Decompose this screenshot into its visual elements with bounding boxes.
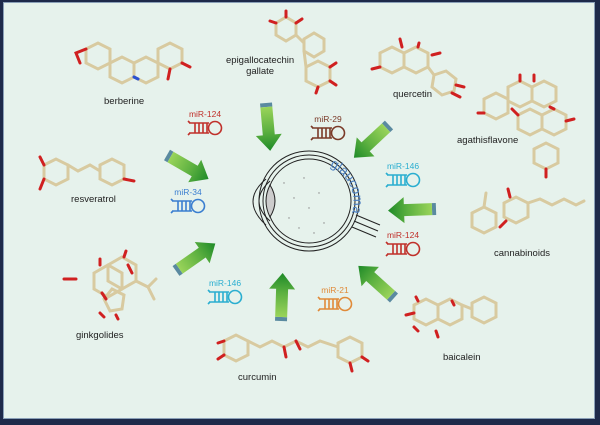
mirna-label: miR-29 (314, 114, 342, 124)
molecule-resveratrol (38, 155, 136, 191)
diagram-canvas: glaucoma (3, 2, 595, 419)
hairpin-icon (317, 296, 353, 312)
label-ginkgolides: ginkgolides (76, 330, 124, 341)
molecules-layer (38, 9, 586, 373)
label-egcg-line1: epigallocatechin (226, 55, 295, 66)
mirna-label: miR-124 (188, 109, 222, 119)
molecule-baicalein (404, 295, 498, 339)
mirna-label: miR-146 (386, 161, 420, 171)
label-quercetin: quercetin (393, 89, 433, 100)
hairpin-icon (310, 125, 346, 141)
mirna-mir-146-bottom: miR-146 (203, 278, 247, 306)
molecule-agathisflavone (476, 73, 576, 179)
mirna-mir-21: miR-21 (313, 285, 357, 313)
mirna-label: miR-124 (386, 230, 420, 240)
molecule-cannabinoids (470, 187, 586, 235)
hairpin-icon (170, 198, 206, 214)
hairpin-icon (385, 172, 421, 188)
label-resveratrol: resveratrol (71, 194, 116, 205)
mirna-mir-34: miR-34 (166, 187, 210, 215)
mirna-label: miR-146 (208, 278, 242, 288)
hairpin-icon (207, 289, 243, 305)
eye-icon (252, 150, 381, 252)
mirna-label: miR-34 (174, 187, 202, 197)
mirna-mir-29: miR-29 (306, 114, 350, 142)
molecule-ginkgolides (62, 249, 158, 321)
label-curcumin: curcumin (238, 372, 277, 383)
molecule-curcumin (216, 333, 370, 373)
mirna-mir-146-right: miR-146 (381, 161, 425, 189)
label-agathisflavone: agathisflavone (457, 135, 519, 146)
mirna-label: miR-21 (321, 285, 349, 295)
label-baicalein: baicalein (443, 352, 481, 363)
molecule-egcg (268, 9, 338, 95)
hairpin-icon (187, 120, 223, 136)
label-egcg-line2: gallate (246, 66, 275, 77)
arrows-layer: glaucoma (160, 101, 437, 322)
mirna-mir-124-top: miR-124 (183, 109, 227, 137)
eye-vitreous-dots (283, 177, 325, 234)
hairpin-icon (385, 241, 421, 257)
label-egcg: epigallocatechin gallate (226, 55, 294, 77)
molecule-berberine (74, 41, 192, 85)
label-cannabinoids: cannabinoids (494, 248, 550, 259)
molecule-quercetin (370, 37, 466, 99)
mirna-mir-124-right: miR-124 (381, 230, 425, 258)
label-berberine: berberine (104, 96, 145, 107)
